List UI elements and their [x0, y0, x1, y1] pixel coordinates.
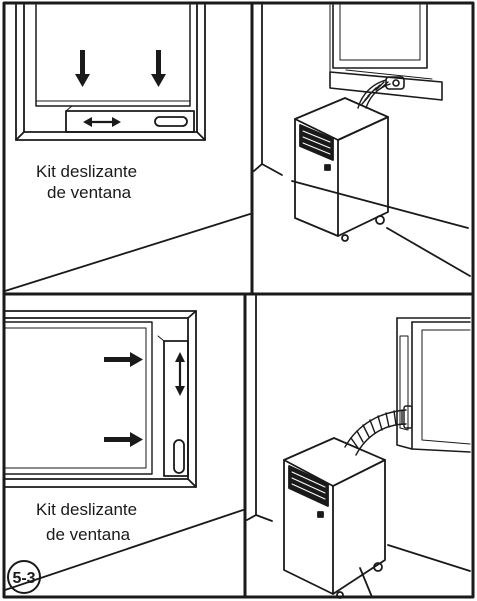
caption-line-1: Kit deslizante	[36, 162, 137, 181]
bottom-right-room	[247, 296, 470, 597]
bottom-left-window-closeup	[5, 311, 196, 487]
floor-line	[5, 214, 250, 291]
exhaust-opening	[174, 440, 184, 473]
right-arrow-icon	[104, 432, 143, 447]
step-badge-label: 5-3	[12, 570, 35, 587]
down-arrow-icon	[151, 50, 166, 87]
window-outer-frame	[16, 5, 205, 140]
window-outer-frame	[5, 311, 196, 487]
portable-ac-unit	[295, 98, 388, 241]
top-right-room	[254, 5, 470, 276]
double-arrow-vertical-icon	[175, 352, 185, 396]
top-left-window-closeup	[16, 5, 205, 140]
caption-line-2: de ventana	[46, 525, 131, 544]
double-arrow-horizontal-icon	[83, 117, 121, 127]
down-arrow-icon	[75, 50, 90, 87]
exhaust-opening	[155, 117, 187, 126]
bottom-right-window	[397, 318, 470, 452]
caption-line-1: Kit deslizante	[36, 500, 137, 519]
portable-ac-unit	[284, 438, 385, 598]
right-arrow-icon	[104, 352, 143, 367]
caption-line-2: de ventana	[47, 183, 132, 202]
step-badge: 5-3	[8, 561, 40, 593]
